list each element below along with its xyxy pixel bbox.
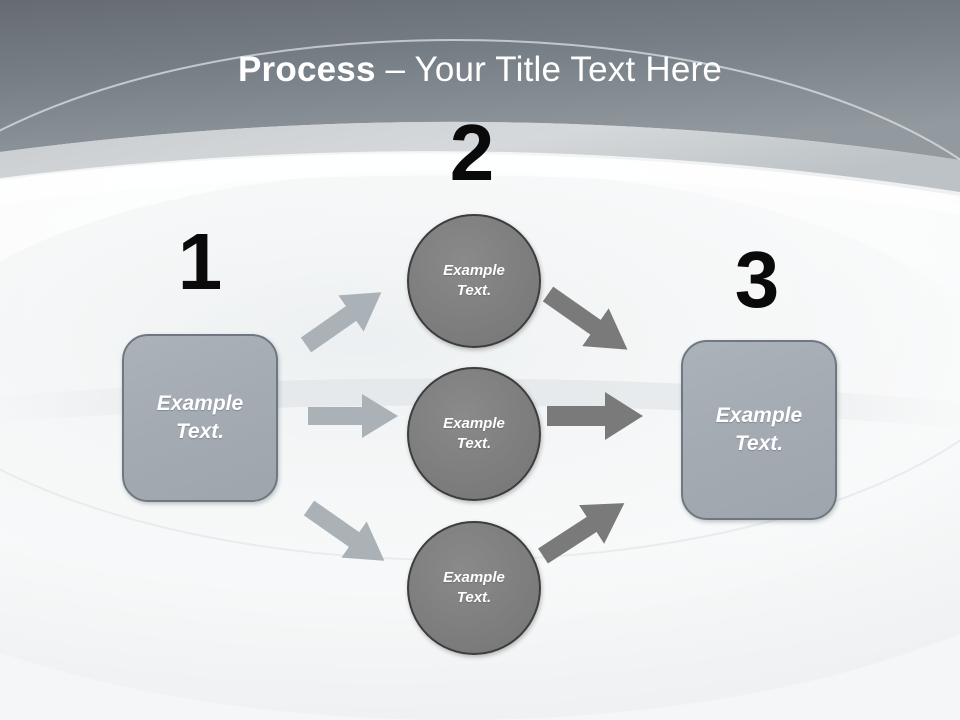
process-box-left[interactable]: Example Text.	[122, 334, 278, 502]
slide-title-bold: Process	[238, 50, 376, 89]
process-box-left-label: Example Text.	[156, 392, 244, 443]
process-circle-top-label: Example Text.	[443, 262, 505, 299]
process-box-right[interactable]: Example Text.	[681, 340, 837, 520]
process-circle-bottom[interactable]: Example Text.	[407, 521, 541, 655]
slide-title-separator: –	[375, 50, 415, 89]
process-circle-middle[interactable]: Example Text.	[407, 367, 541, 501]
arrow-middle-circle-to-right-box	[547, 392, 643, 440]
arrow-bottom-circle-to-right-box	[538, 503, 625, 564]
step-number-2: 2	[449, 108, 495, 197]
process-circle-bottom-label: Example Text.	[443, 569, 505, 606]
process-circle-top[interactable]: Example Text.	[407, 214, 541, 348]
slide-title-rest: Your Title Text Here	[414, 50, 722, 89]
arrow-left-box-to-bottom-circle	[303, 500, 385, 561]
arrow-top-circle-to-right-box	[542, 286, 628, 350]
step-number-3: 3	[734, 235, 780, 324]
arrow-left-box-to-middle-circle	[308, 394, 398, 438]
process-circle-middle-label: Example Text.	[443, 415, 505, 452]
process-box-right-label: Example Text.	[715, 404, 803, 455]
step-number-1: 1	[177, 217, 223, 306]
arrow-left-box-to-top-circle	[300, 292, 382, 353]
slide-title: Process – Your Title Text Here	[0, 48, 960, 92]
